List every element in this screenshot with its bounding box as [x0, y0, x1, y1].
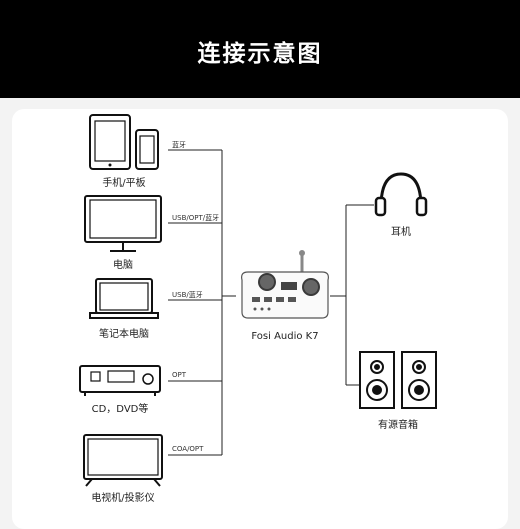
device-label-tv-projector: 电视机/投影仪 — [91, 493, 155, 504]
output-label-speakers: 有源音箱 — [378, 420, 418, 431]
header-bar — [0, 0, 520, 98]
device-label-phone-tablet: 手机/平板 — [102, 178, 146, 189]
connection-type-cd-dvd: OPT — [172, 371, 187, 379]
device-label-computer: 电脑 — [113, 260, 133, 271]
hub-label: Fosi Audio K7 — [251, 331, 319, 342]
laptop-icon — [89, 278, 159, 319]
connection-type-phone-tablet: 蓝牙 — [172, 141, 186, 149]
device-label-laptop: 笔记本电脑 — [99, 329, 149, 340]
connection-type-tv-projector: COA/OPT — [172, 445, 204, 453]
tablet-phone-icon — [89, 114, 159, 170]
tv-icon — [83, 434, 163, 487]
connection-type-laptop: USB/蓝牙 — [172, 291, 203, 299]
connection-type-computer: USB/OPT/蓝牙 — [172, 214, 220, 222]
cd-dvd-player-icon — [79, 365, 161, 396]
speakers-icon — [359, 351, 437, 409]
monitor-icon — [84, 195, 162, 252]
fosi-audio-k7-device-icon — [241, 250, 329, 319]
output-label-headphones: 耳机 — [391, 227, 411, 238]
page-title: 连接示意图 — [197, 41, 323, 67]
headphones-icon — [374, 172, 428, 217]
device-label-cd-dvd: CD，DVD等 — [91, 404, 149, 415]
